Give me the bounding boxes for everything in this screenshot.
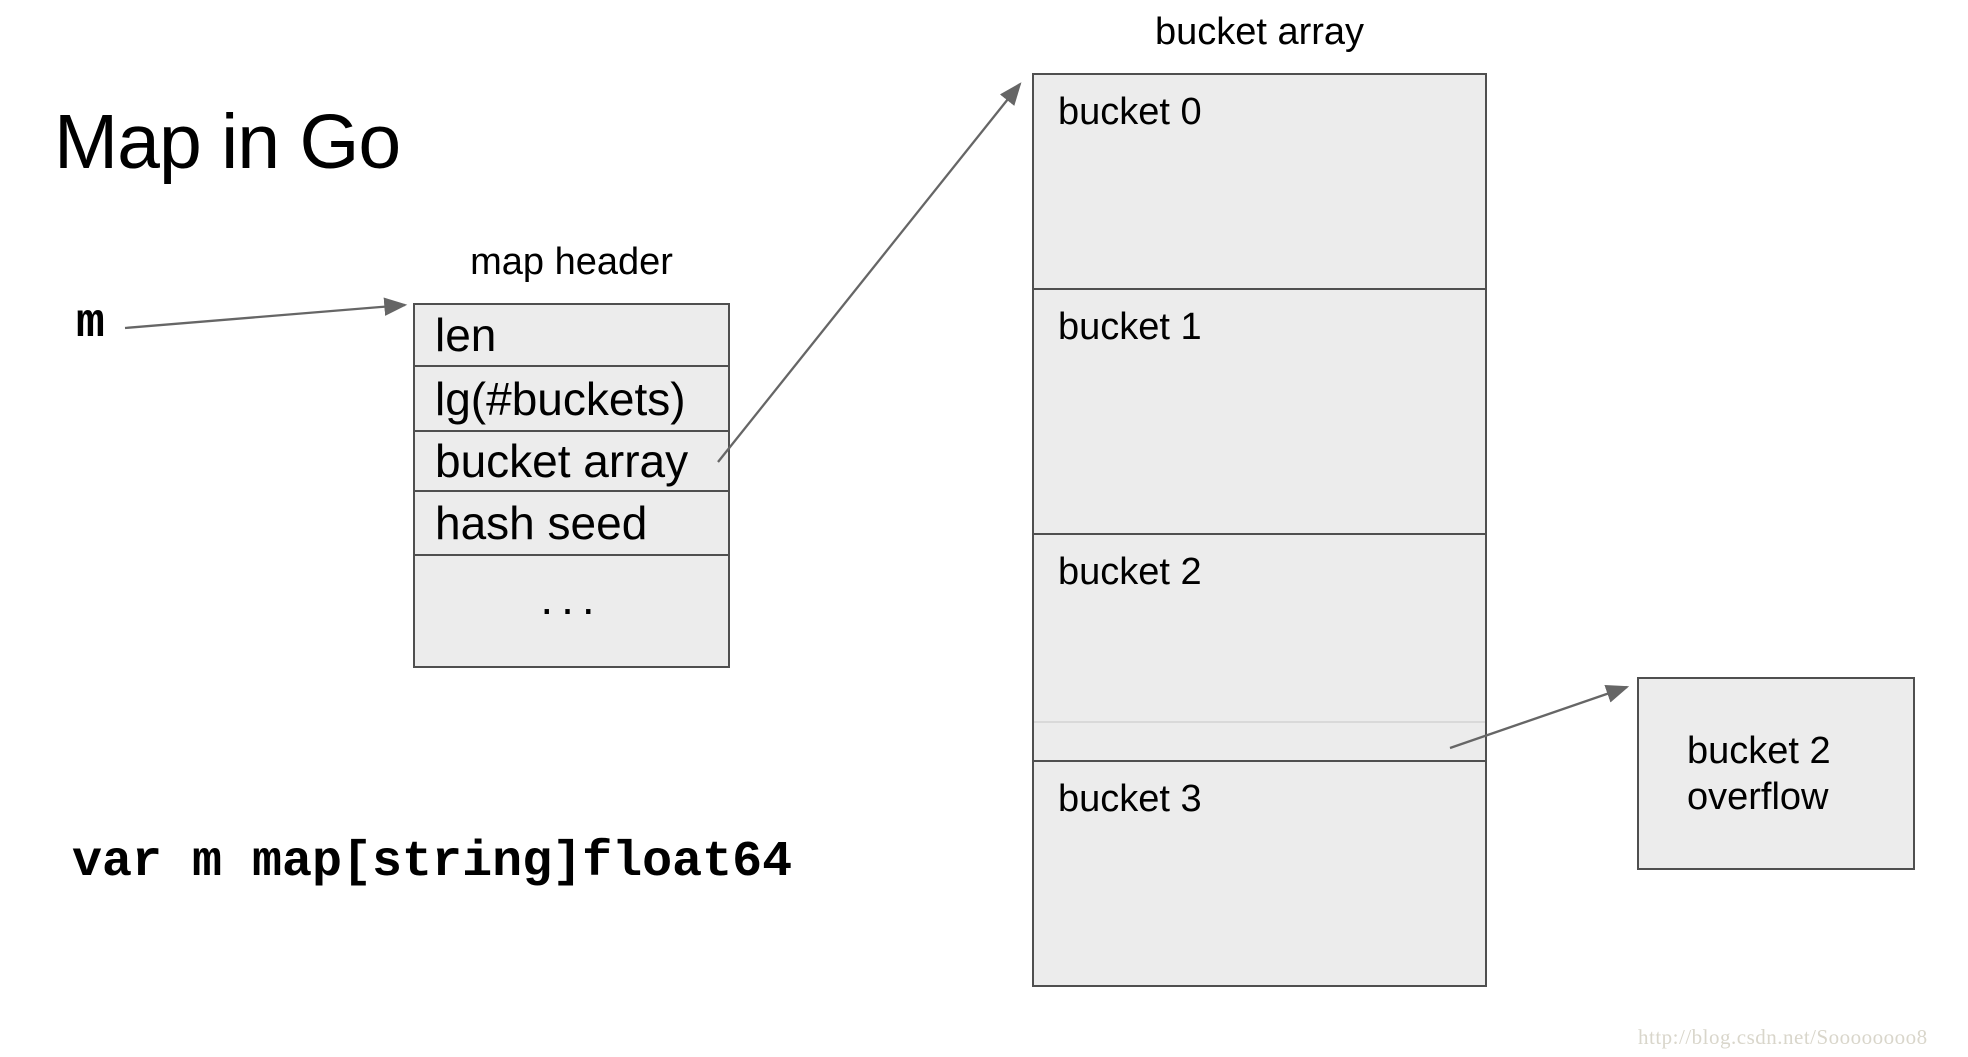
map-header-row-lg-buckets: lg(#buckets) (415, 367, 728, 432)
bucket-2-overflow-pointer-slot (1034, 721, 1485, 760)
overflow-box-line2: overflow (1687, 775, 1829, 818)
overflow-box-line1: bucket 2 (1687, 729, 1831, 772)
map-header-row-hash-seed: hash seed (415, 492, 728, 556)
bucket-2-label: bucket 2 (1058, 551, 1202, 593)
go-code-declaration: var m map[string]float64 (72, 834, 793, 891)
watermark-url: http://blog.csdn.net/Soooooooo8 (1638, 1025, 1928, 1049)
bucket-2-overflow-box: bucket 2 overflow (1637, 677, 1915, 870)
page-title: Map in Go (54, 99, 401, 185)
bucket-2-cell: bucket 2 (1034, 535, 1485, 762)
map-header-row-ellipsis: ... (540, 572, 603, 624)
arrow-header-to-bucket-array (717, 82, 1022, 463)
map-header-caption: map header (470, 241, 673, 283)
bucket-array-box: bucket 0 bucket 1 bucket 2 bucket 3 (1032, 73, 1487, 987)
map-header-row-len: len (415, 305, 728, 367)
map-header-table: len lg(#buckets) bucket array hash seed … (413, 303, 730, 668)
map-header-row-bucket-array: bucket array (415, 432, 728, 492)
bucket-0-cell: bucket 0 (1034, 75, 1485, 290)
bucket-array-caption: bucket array (1154, 11, 1365, 53)
arrow-m-to-map-header (124, 297, 408, 330)
map-variable-label: m (76, 297, 105, 351)
bucket-3-cell: bucket 3 (1058, 778, 1202, 820)
bucket-1-cell: bucket 1 (1034, 290, 1485, 535)
